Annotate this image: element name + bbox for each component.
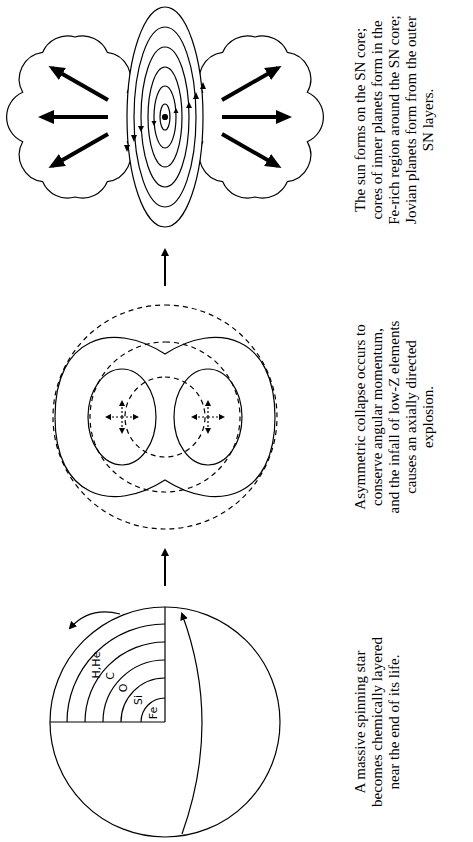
layer-label: C xyxy=(105,672,117,680)
step-caption: The sun forms on the SN core; cores of i… xyxy=(352,14,437,226)
step-arrow xyxy=(164,250,166,286)
layer-label: O xyxy=(118,684,130,693)
explosion xyxy=(7,7,324,227)
step-caption: A massive spinning star becomes chemical… xyxy=(352,625,403,820)
layer-label: H,He xyxy=(91,652,103,679)
layered-star xyxy=(50,607,280,837)
collapsing-star xyxy=(53,305,277,529)
layer-label: Si xyxy=(133,695,145,705)
layer-label: Fe xyxy=(148,707,160,720)
step-caption: Asymmetric collapse occurs to conserve a… xyxy=(352,317,437,517)
step-arrow xyxy=(164,550,166,586)
